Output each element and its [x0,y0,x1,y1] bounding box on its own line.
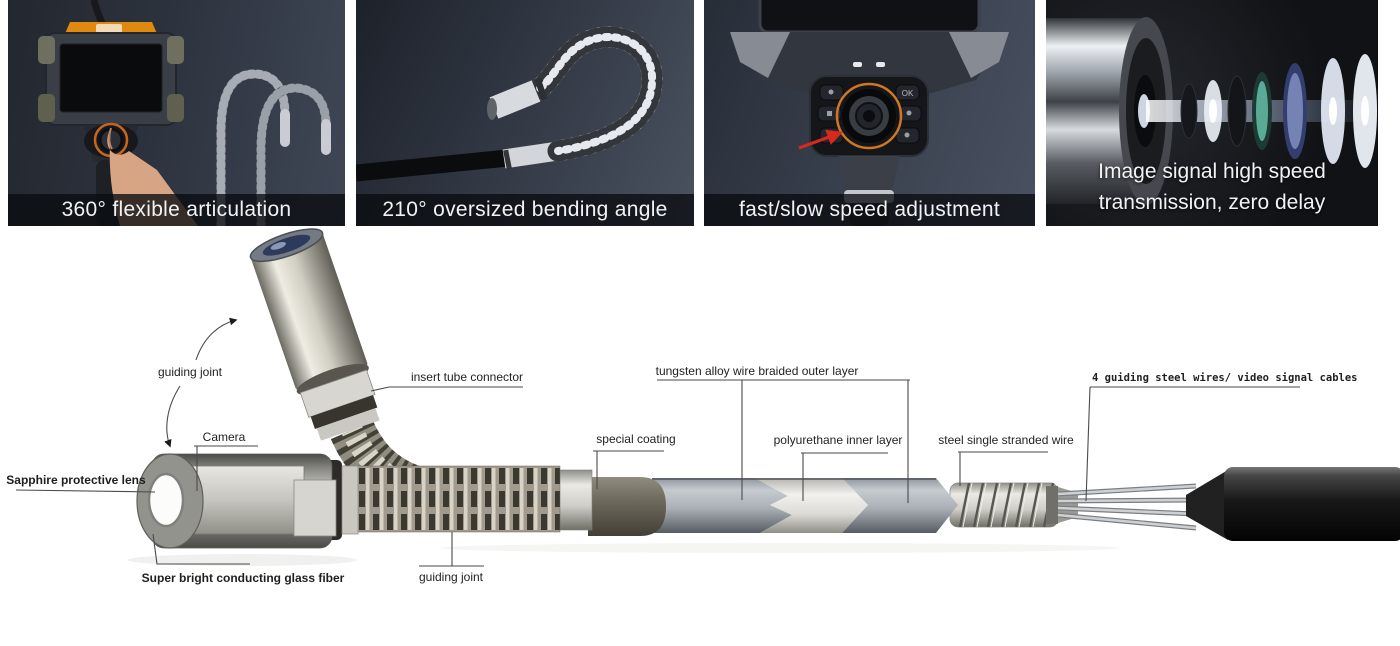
endoscope-device-illustration [38,0,198,226]
feature-caption-1: 360° flexible articulation [8,194,345,226]
lens-element [1180,83,1198,139]
tungsten-braided-layer [842,478,958,533]
feature-card-flexible-articulation: 360° flexible articulation [8,0,345,226]
feature-caption-4: Image signal high speed transmission, ze… [1046,156,1378,218]
leader-lines [15,317,1300,567]
red-pointer-arrow [798,129,844,150]
feature-card-bending-angle: 210° oversized bending angle [356,0,694,226]
bent-probe-photo [356,26,663,182]
screen-bottom-edge [758,0,981,34]
tip-body [250,230,368,391]
handle-neck [838,156,900,190]
probe-cutaway-diagram: guiding joint Camera Sapphire protective… [6,228,1400,585]
shadow [127,554,357,566]
side-bumper [949,32,1009,78]
label-insert-tube-connector: insert tube connector [411,370,523,384]
label-guiding-wires: 4 guiding steel wires/ video signal cabl… [1092,372,1358,384]
steel-stranded-wire-section [949,482,1078,528]
corner-bumper [38,94,55,122]
caption-line-2: transmission, zero delay [1098,191,1326,214]
lens-assembly-photo [1046,17,1378,205]
label-glass-fiber: Super bright conducting glass fiber [142,571,345,585]
camera-tip [489,80,541,119]
label-guiding-joint-top: guiding joint [158,365,223,379]
corner-bumper [167,36,184,64]
indicator-dot [876,62,885,67]
special-coating-section [588,477,666,536]
feature-caption-3: fast/slow speed adjustment [704,194,1035,226]
joystick-orange-ring [835,82,903,150]
bent-probe-illustration [356,26,663,182]
guiding-joint-arrow-up [195,317,238,361]
label-guiding-joint-bottom: guiding joint [419,570,484,584]
tip-lens [262,234,311,256]
camera-module [185,465,305,535]
lens-element [1227,75,1247,147]
bent-probes-illustration [216,69,331,226]
control-panel-illustration: OK [730,0,1009,226]
label-camera: Camera [203,430,246,444]
feature-card-speed-adjustment: OK fast/slow speed adjustment [704,0,1035,226]
polyurethane-inner-layer [755,478,868,533]
corner-bumper [167,94,184,122]
outer-cable [1186,467,1400,541]
corner-bumper [38,36,55,64]
camera-head [136,453,359,549]
sapphire-lens-window [147,472,185,528]
feature-caption-2: 210° oversized bending angle [356,194,694,226]
device-shoulder [730,32,1009,98]
endoscope-device-photo [38,0,331,226]
label-steel-wire: steel single stranded wire [938,433,1074,447]
diagram-labels: guiding joint Camera Sapphire protective… [6,364,1357,585]
shadow [440,543,1120,553]
control-panel-photo: OK [730,0,1009,226]
brand-plate [96,24,122,33]
cable-layers [652,478,958,533]
tip-face [487,98,497,120]
label-special-coating: special coating [596,432,675,446]
guiding-joint-section [343,465,561,533]
feature-card-signal-transmission: Image signal high speed transmission, ze… [1046,0,1378,226]
lens-assembly-illustration [1046,17,1378,205]
indicator-dot [853,62,862,67]
caption-line-1: Image signal high speed [1098,160,1326,183]
tungsten-braided-layer [652,478,792,533]
label-polyurethane-layer: polyurethane inner layer [774,433,903,447]
guiding-wires [1057,483,1197,531]
label-sapphire-lens: Sapphire protective lens [6,473,146,487]
device-screen [59,43,163,113]
finger-shade [108,127,113,150]
insertion-tube [356,149,509,182]
ok-button [895,84,920,101]
distal-tip-assembly [249,228,380,441]
guiding-joint-arrow-down [164,385,181,448]
side-bumper [730,32,790,78]
ok-button-label: OK [902,89,914,98]
label-tungsten-layer: tungsten alloy wire braided outer layer [656,364,859,378]
